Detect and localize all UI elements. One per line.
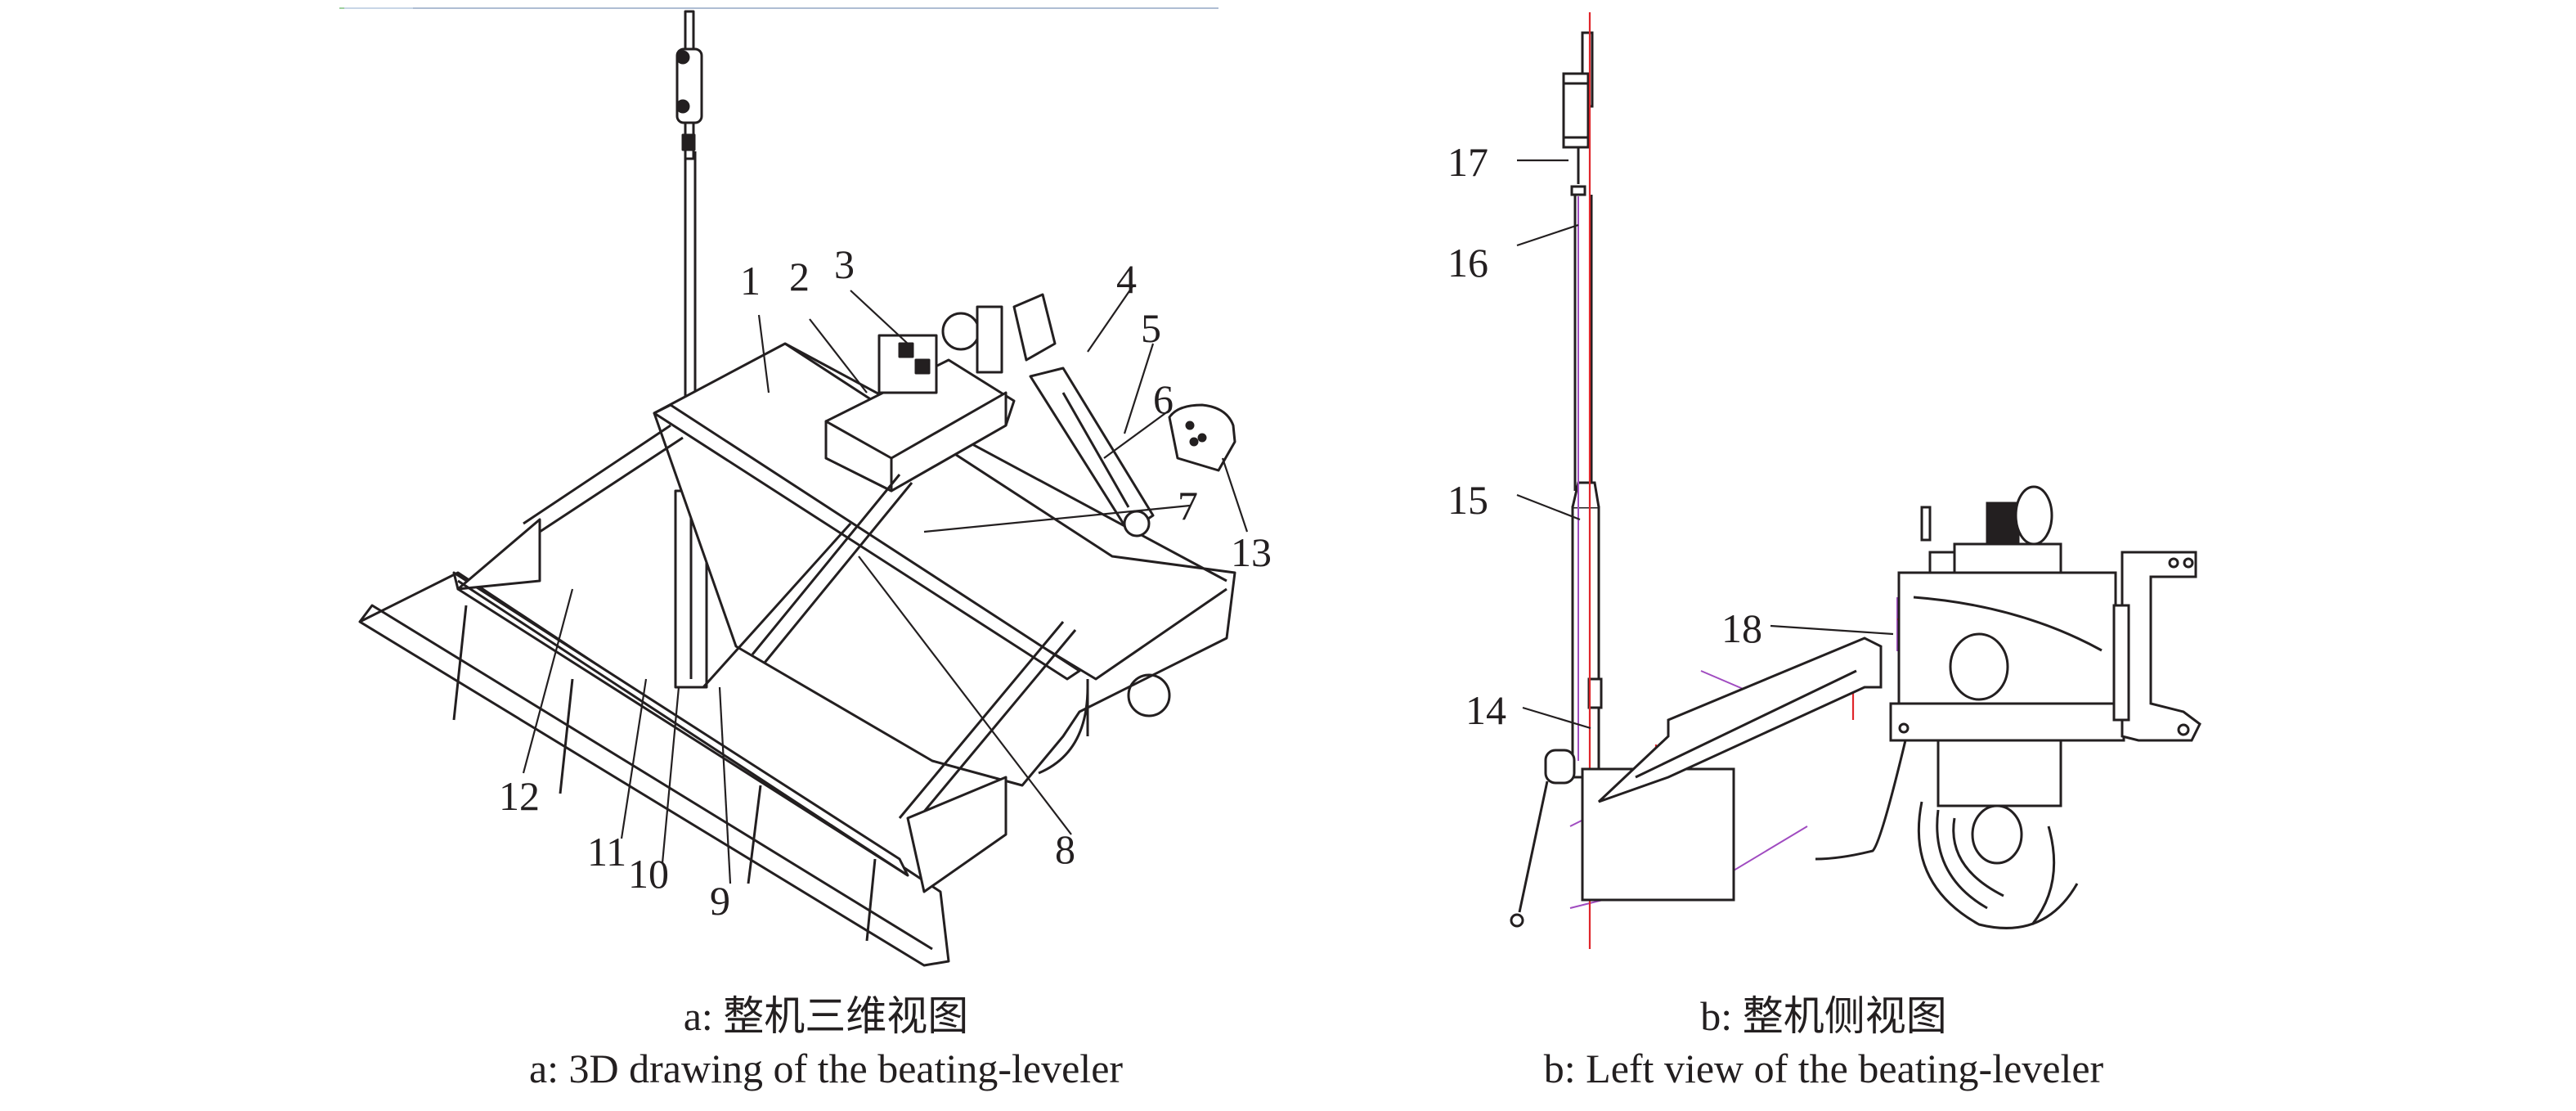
side-mast bbox=[1562, 31, 1603, 779]
frame bbox=[523, 403, 1081, 827]
side-frame-bar bbox=[1889, 702, 2125, 742]
caption-panel-a: a: 整机三维视图 a: 3D drawing of the beating-l… bbox=[458, 990, 1194, 1095]
caption-a-chinese: a: 整机三维视图 bbox=[683, 993, 969, 1039]
part-label-17: 17 bbox=[1447, 139, 1488, 185]
part-label-6: 6 bbox=[1153, 376, 1174, 422]
side-handle bbox=[1518, 780, 1549, 913]
side-beating-roller bbox=[1917, 739, 2079, 929]
panel-b-labels: 14 15 16 17 18 bbox=[1447, 139, 1762, 733]
caption-b-chinese: b: 整机侧视图 bbox=[1700, 993, 1947, 1039]
leveling-blade bbox=[358, 518, 1008, 967]
laser-receiver-mast bbox=[674, 10, 708, 689]
part-label-14: 14 bbox=[1465, 687, 1506, 733]
side-linkage-arm bbox=[1597, 636, 1883, 803]
part-label-16: 16 bbox=[1447, 240, 1488, 286]
panel-b-leaders bbox=[1516, 159, 1894, 730]
caption-a-english: a: 3D drawing of the beating-leveler bbox=[528, 1046, 1124, 1091]
side-valve-block bbox=[1953, 542, 2062, 574]
part-label-7: 7 bbox=[1178, 483, 1198, 529]
part-label-11: 11 bbox=[587, 829, 626, 875]
top-rule-segment bbox=[339, 7, 413, 9]
side-blade-block bbox=[1581, 767, 1735, 902]
part-label-5: 5 bbox=[1141, 305, 1161, 351]
side-body bbox=[1897, 571, 2117, 705]
part-label-9: 9 bbox=[710, 878, 730, 924]
part-label-3: 3 bbox=[834, 241, 855, 287]
hitch-linkage bbox=[1029, 367, 1155, 538]
panel-a-labels: 1 2 3 4 5 6 7 8 9 10 11 12 13 bbox=[499, 241, 1272, 924]
part-label-4: 4 bbox=[1116, 256, 1137, 302]
part-label-8: 8 bbox=[1055, 826, 1075, 872]
part-label-10: 10 bbox=[628, 851, 669, 897]
caption-panel-b: b: 整机侧视图 b: Left view of the beating-lev… bbox=[1497, 990, 2151, 1095]
top-rule-tick bbox=[339, 7, 344, 9]
panel-a-leaders bbox=[522, 286, 1249, 884]
top-rule bbox=[339, 7, 1218, 9]
part-label-15: 15 bbox=[1447, 477, 1488, 523]
part-label-18: 18 bbox=[1721, 605, 1762, 651]
side-pivot bbox=[1544, 749, 1576, 785]
part-label-13: 13 bbox=[1231, 529, 1272, 575]
panel-b-drawing bbox=[1510, 12, 2201, 949]
side-cable bbox=[1815, 740, 1907, 861]
hydraulic-station bbox=[824, 293, 1057, 493]
part-label-12: 12 bbox=[499, 773, 540, 819]
caption-b-english: b: Left view of the beating-leveler bbox=[1543, 1046, 2104, 1091]
panel-a-drawing bbox=[358, 10, 1236, 967]
part-label-2: 2 bbox=[789, 254, 810, 299]
side-hitch-bracket bbox=[2120, 551, 2201, 742]
part-label-1: 1 bbox=[740, 258, 761, 304]
control-box bbox=[1168, 403, 1236, 472]
